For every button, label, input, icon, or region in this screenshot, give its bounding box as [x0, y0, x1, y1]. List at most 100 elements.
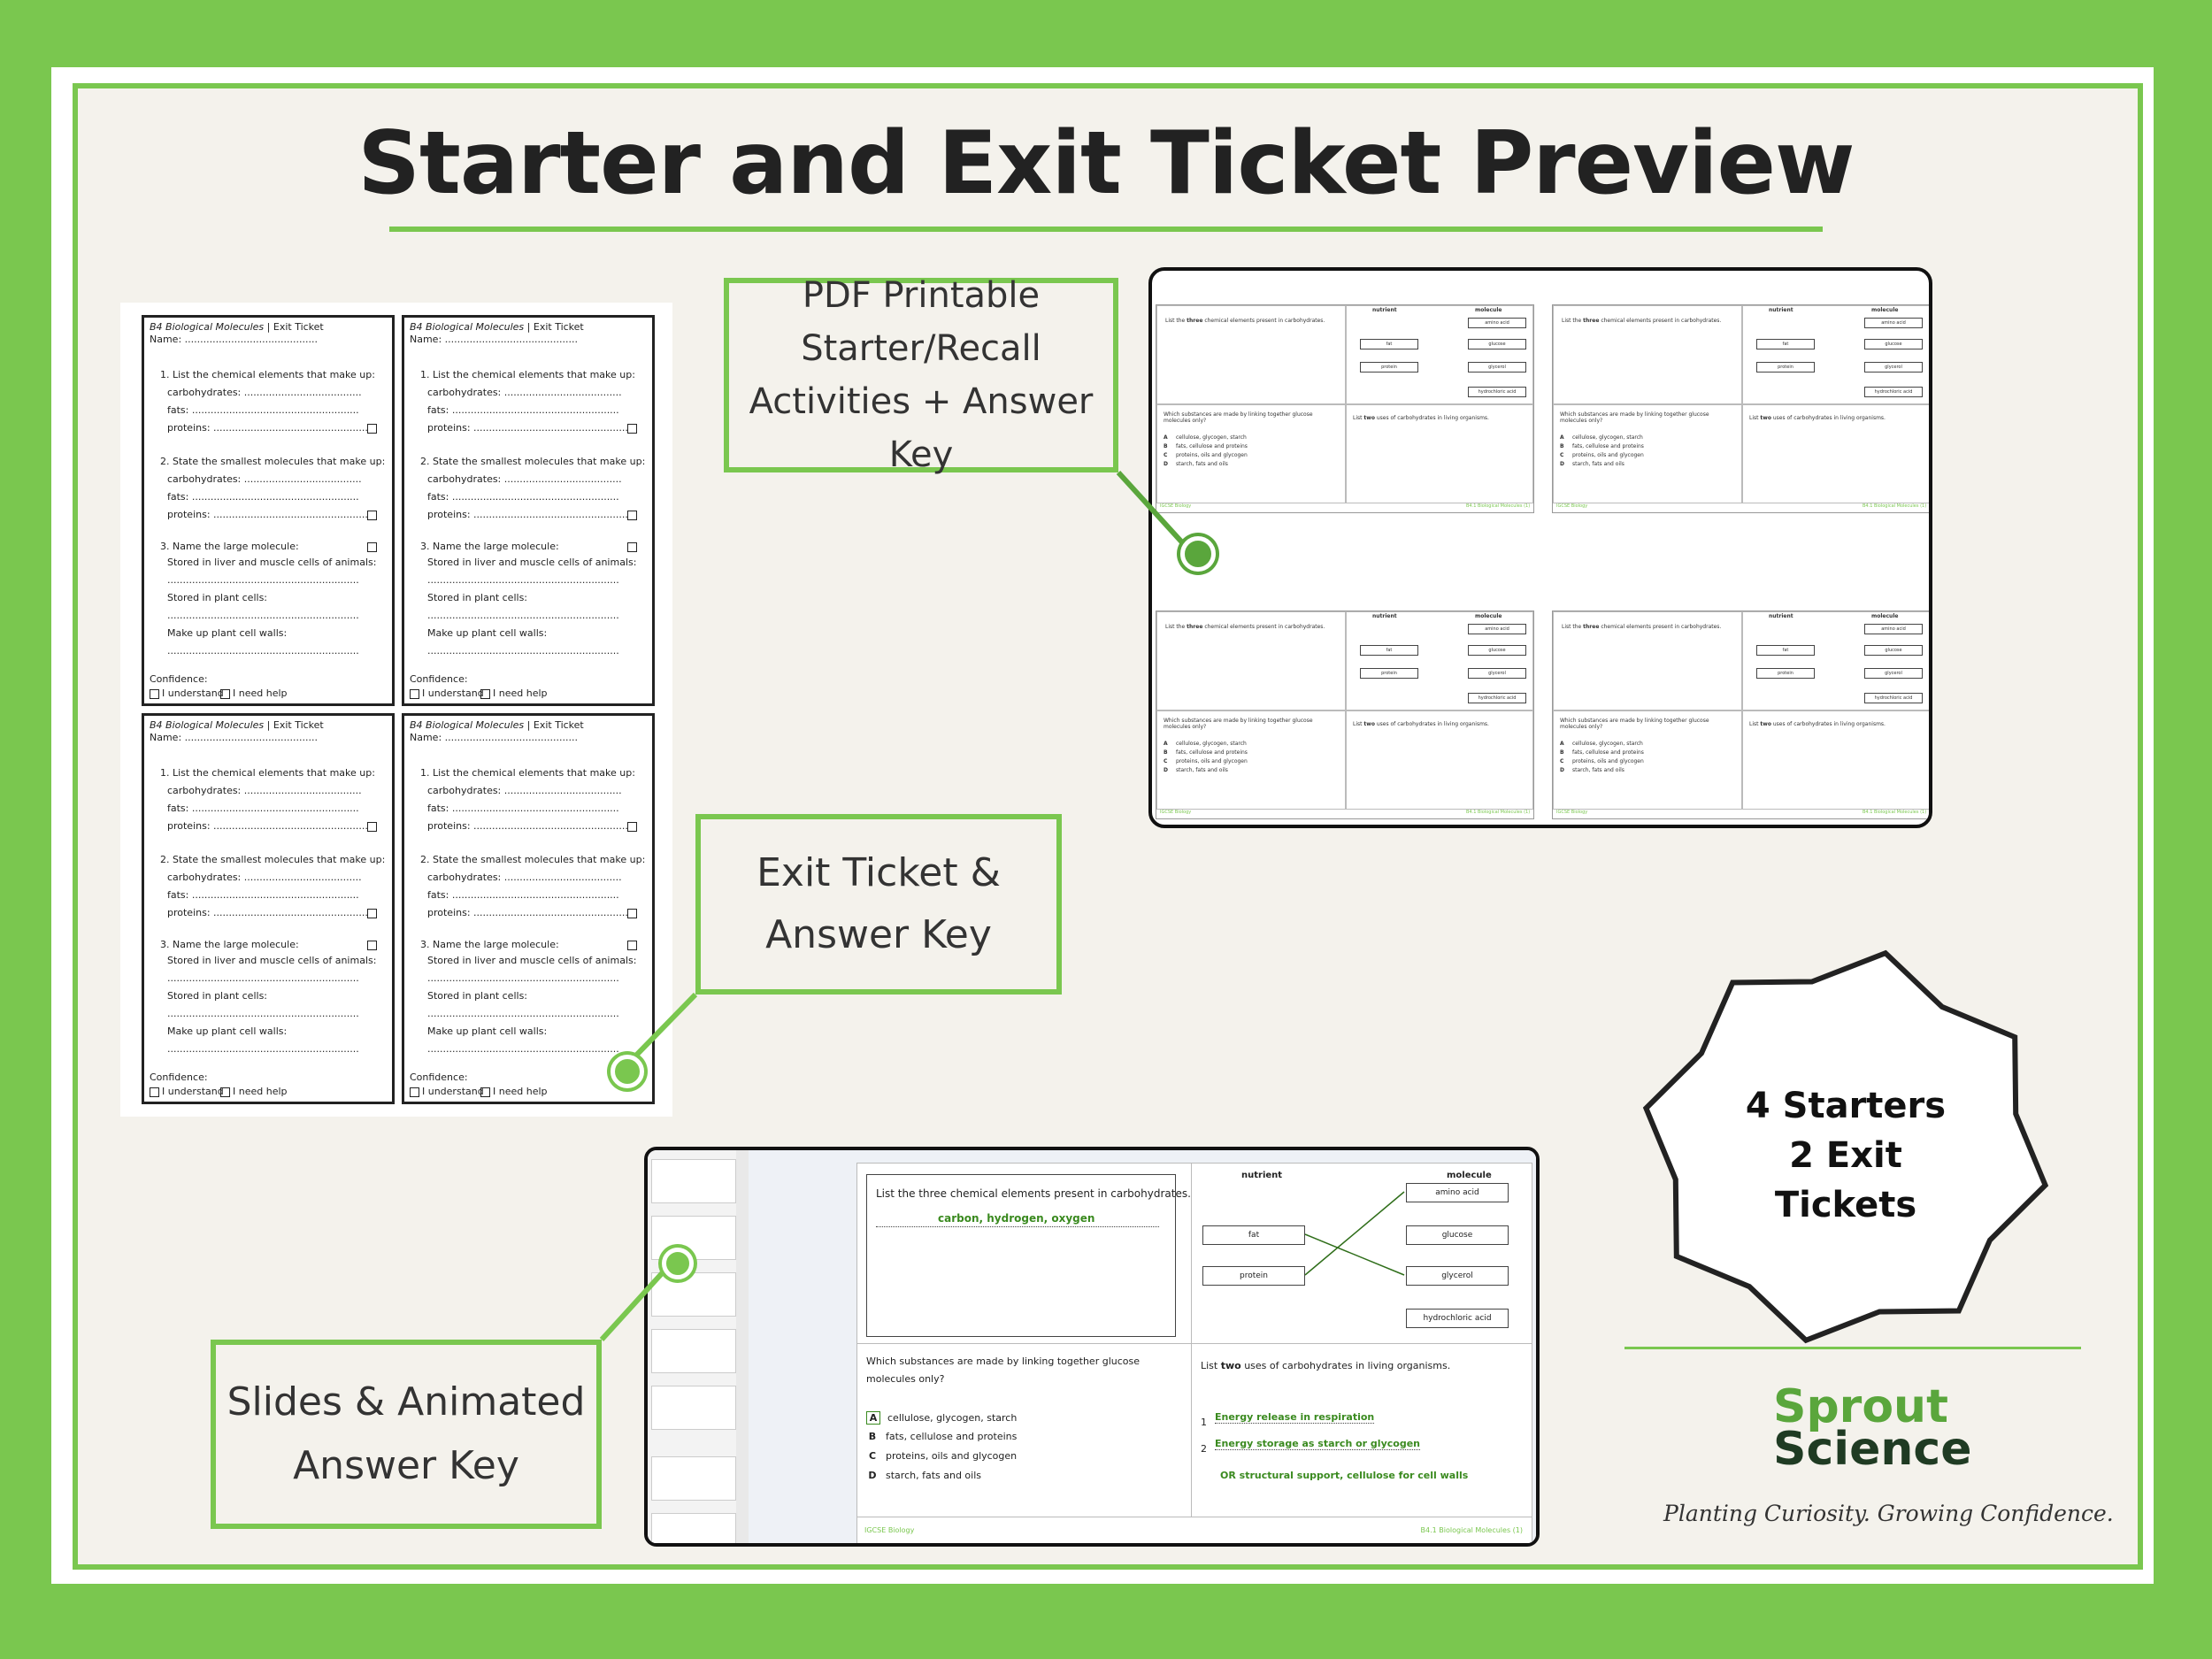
starter-option-letter: B — [1560, 443, 1564, 449]
starter-nutrient-header: nutrient — [1769, 307, 1793, 313]
ticket-dots[interactable]: ........................................… — [167, 610, 359, 621]
slide-scrollbar[interactable] — [736, 1150, 749, 1543]
slide-option-text: fats, cellulose and proteins — [886, 1431, 1018, 1442]
slide-thumbnail[interactable] — [651, 1386, 736, 1430]
ticket-name-line[interactable]: Name: ..................................… — [410, 732, 579, 743]
starter-q-elements: List the three chemical elements present… — [1165, 318, 1325, 324]
ticket-fats: fats: ..................................… — [427, 889, 619, 901]
ticket-dots[interactable]: ........................................… — [427, 645, 619, 657]
badge-line-3: Tickets — [1774, 1185, 1917, 1225]
confidence-checkbox[interactable] — [150, 1087, 159, 1097]
ticket-checkbox[interactable] — [367, 424, 377, 434]
starter-cell — [1742, 611, 1929, 710]
ticket-checkbox[interactable] — [627, 424, 637, 434]
ticket-confidence-label: Confidence: — [150, 1071, 208, 1083]
ticket-dots[interactable]: ........................................… — [167, 1043, 359, 1055]
ticket-checkbox[interactable] — [367, 909, 377, 918]
ticket-header: B4 Biological Molecules | Exit Ticket — [410, 321, 584, 333]
ticket-confidence-label: Confidence: — [410, 1071, 468, 1083]
slide-option-text: proteins, oils and glycogen — [886, 1450, 1018, 1462]
starter-footer-left: IGCSE Biology — [1160, 810, 1192, 815]
ticket-dots[interactable]: ........................................… — [427, 1008, 619, 1019]
ticket-dots[interactable]: ........................................… — [427, 574, 619, 586]
starter-molecule-hydrochloric-acid: hydrochloric acid — [1468, 693, 1526, 703]
ticket-checkbox[interactable] — [627, 542, 637, 552]
ticket-stored-animals: Stored in liver and muscle cells of anim… — [167, 557, 377, 568]
starter-q-glucose: Which substances are made by linking tog… — [1164, 411, 1313, 424]
logo-word-science: Science — [1773, 1423, 1972, 1476]
ticket-checkbox[interactable] — [367, 511, 377, 520]
ticket-carbohydrates: carbohydrates: .........................… — [167, 872, 362, 883]
ticket-stored-plants: Stored in plant cells: — [167, 592, 268, 603]
ticket-dots[interactable]: ........................................… — [167, 1008, 359, 1019]
sprout-science-logo: Sprout Science — [1773, 1380, 1972, 1476]
starter-cell — [1553, 611, 1742, 710]
starter-q-uses-post: uses of carbohydrates in living organism… — [1770, 415, 1886, 421]
slide-molecule-glycerol: glycerol — [1406, 1266, 1509, 1286]
starter-nutrient-fat: fat — [1756, 339, 1815, 349]
ticket-name-line[interactable]: Name: ..................................… — [150, 334, 319, 345]
slide-thumbnail[interactable] — [651, 1456, 736, 1501]
page-title: Starter and Exit Ticket Preview — [357, 113, 1855, 214]
starter-molecule-glucose: glucose — [1468, 645, 1526, 656]
confidence-checkbox[interactable] — [220, 1087, 230, 1097]
confidence-checkbox[interactable] — [410, 689, 419, 699]
ticket-proteins: proteins: ..............................… — [427, 422, 628, 434]
confidence-checkbox[interactable] — [480, 689, 490, 699]
ticket-dots[interactable]: ........................................… — [167, 645, 359, 657]
ticket-dots[interactable]: ........................................… — [427, 610, 619, 621]
ticket-dots[interactable]: ........................................… — [167, 972, 359, 984]
starter-q-glucose: Which substances are made by linking tog… — [1164, 718, 1313, 730]
starter-q-elements-pre: List the — [1165, 318, 1187, 324]
starter-q-elements-pre: List the — [1562, 318, 1584, 324]
slide-molecule-header: molecule — [1447, 1171, 1492, 1180]
confidence-checkbox[interactable] — [220, 689, 230, 699]
ticket-dots[interactable]: ........................................… — [167, 574, 359, 586]
slide-thumbnail[interactable] — [651, 1159, 736, 1203]
ticket-q1: 1. List the chemical elements that make … — [420, 369, 635, 380]
confidence-understand-label: I understand — [422, 687, 484, 699]
confidence-checkbox[interactable] — [480, 1087, 490, 1097]
ticket-plant-walls: Make up plant cell walls: — [427, 627, 548, 639]
ticket-checkbox[interactable] — [627, 909, 637, 918]
starter-footer-left: IGCSE Biology — [1556, 810, 1588, 815]
ticket-header-topic: B4 Biological Molecules — [410, 321, 525, 333]
starter-option-text: cellulose, glycogen, starch — [1572, 741, 1643, 747]
confidence-checkbox[interactable] — [150, 689, 159, 699]
ticket-checkbox[interactable] — [627, 822, 637, 832]
starter-nutrient-protein: protein — [1756, 362, 1815, 373]
slide-thumbnail[interactable] — [651, 1272, 736, 1317]
ticket-name-line[interactable]: Name: ..................................… — [150, 732, 319, 743]
starter-q-elements-bold: three — [1583, 318, 1600, 324]
slide-thumbnail[interactable] — [651, 1513, 736, 1543]
ticket-name-line[interactable]: Name: ..................................… — [410, 334, 579, 345]
ticket-checkbox[interactable] — [627, 511, 637, 520]
slide-q-box: List the three chemical elements present… — [866, 1174, 1191, 1337]
slide-q-elements: List the three chemical elements present… — [876, 1187, 1191, 1200]
ticket-checkbox[interactable] — [367, 542, 377, 552]
ticket-checkbox[interactable] — [367, 822, 377, 832]
logo-word-sprout: Sprout — [1773, 1380, 1948, 1433]
starter-q-uses-post: uses of carbohydrates in living organism… — [1374, 415, 1489, 421]
ticket-dots[interactable]: ........................................… — [427, 972, 619, 984]
slide-thumbnail[interactable] — [651, 1329, 736, 1373]
ticket-header: B4 Biological Molecules | Exit Ticket — [150, 719, 324, 731]
starter-option-letter: A — [1164, 741, 1168, 747]
ticket-checkbox[interactable] — [367, 941, 377, 950]
starter-option-text: cellulose, glycogen, starch — [1176, 741, 1247, 747]
starter-q-elements: List the three chemical elements present… — [1562, 318, 1721, 324]
ticket-q2: 2. State the smallest molecules that mak… — [420, 456, 646, 467]
slide-cell-glucose: Which substances are made by linking tog… — [857, 1344, 1192, 1517]
slide-nutrient-fat: fat — [1202, 1225, 1305, 1245]
ticket-checkbox[interactable] — [627, 941, 637, 950]
ticket-carbohydrates: carbohydrates: .........................… — [427, 872, 622, 883]
starter-option-letter: D — [1560, 461, 1564, 467]
ticket-dots[interactable]: ........................................… — [427, 1043, 619, 1055]
brand-tagline: Planting Curiosity. Growing Confidence. — [1663, 1501, 2114, 1526]
slide-use-num-2: 2 — [1201, 1443, 1207, 1455]
confidence-checkbox[interactable] — [410, 1087, 419, 1097]
